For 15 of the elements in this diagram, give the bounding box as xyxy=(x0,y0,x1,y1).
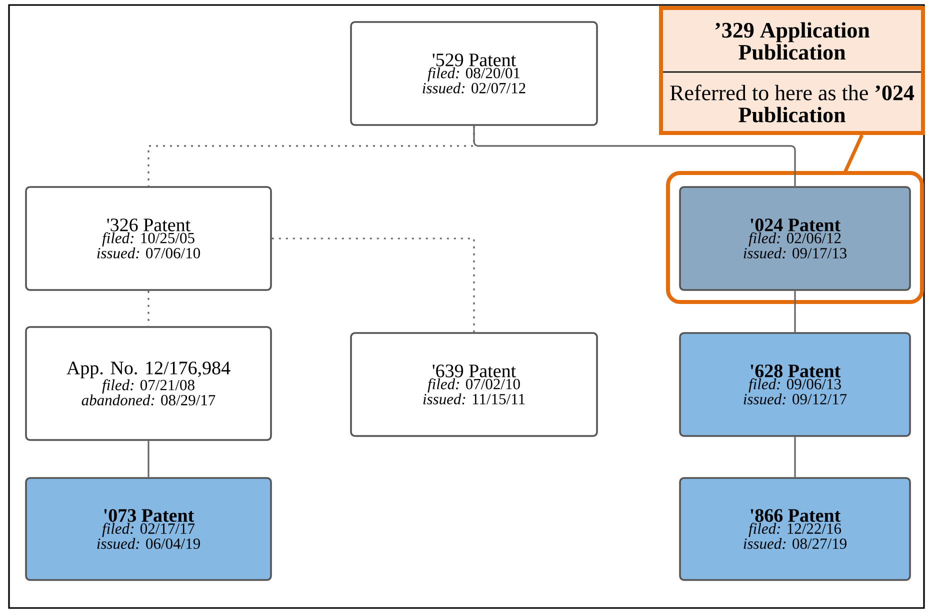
connector-line xyxy=(794,436,796,478)
patent-box: '628 Patent filed: 09/06/13 issued: 09/12/17 xyxy=(679,332,911,437)
patent-box: '529 Patent filed: 08/20/01 issued: 02/07/12 xyxy=(350,21,598,126)
patent-box: '073 Patent filed: 02/17/17 issued: 06/04/19 xyxy=(25,477,272,581)
patent-box: '866 Patent filed: 12/22/16 issued: 08/27/19 xyxy=(679,477,911,581)
patent-box: App. No. 12/176,984 filed: 07/21/08 abandoned: 08/29/17 xyxy=(25,326,272,441)
connector-line xyxy=(473,126,796,186)
patent-box: '024 Patent filed: 02/06/12 issued: 09/17/13 xyxy=(679,186,911,291)
leader-line xyxy=(843,134,864,173)
connector-line xyxy=(272,238,475,332)
callout-box: ’329 Application Publication Referred to here as the ’024 Publication xyxy=(659,6,925,135)
patent-box: '639 Patent filed: 07/02/10 issued: 11/15/11 xyxy=(350,332,598,437)
connector-line xyxy=(794,290,796,332)
connector-line xyxy=(148,440,150,478)
patent-box: '326 Patent filed: 10/25/05 issued: 07/06/10 xyxy=(25,186,272,291)
